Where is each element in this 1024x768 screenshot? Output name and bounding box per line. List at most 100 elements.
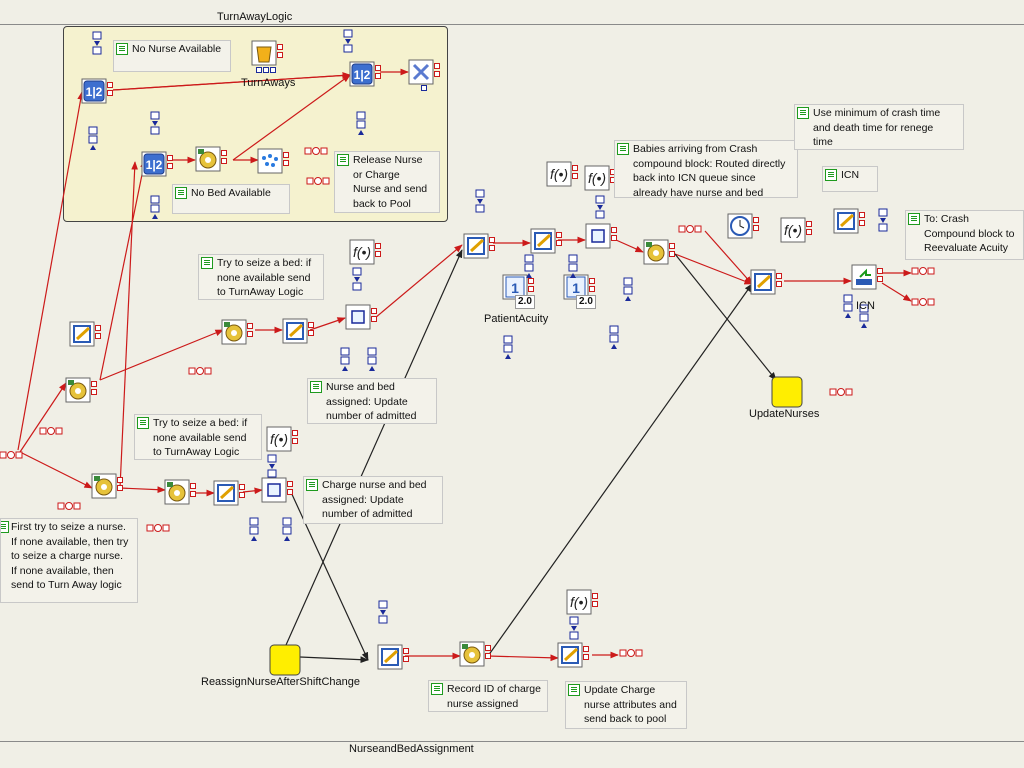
output-stub[interactable]	[619, 649, 643, 657]
stub-circle[interactable]	[919, 267, 927, 275]
connection-line[interactable]	[119, 161, 139, 489]
port-square[interactable]	[150, 111, 160, 120]
connection-line[interactable]	[299, 656, 369, 664]
port-triangle[interactable]	[861, 323, 867, 328]
port-stack[interactable]	[524, 254, 534, 278]
port-triangle[interactable]	[345, 39, 351, 44]
stub-square[interactable]	[188, 367, 196, 375]
port-square[interactable]	[340, 356, 350, 365]
output-port[interactable]	[107, 82, 113, 88]
stub-square[interactable]	[320, 147, 328, 155]
port-square[interactable]	[595, 210, 605, 219]
note-no-nurse-available[interactable]: No Nurse Available	[113, 40, 231, 72]
seize-block[interactable]	[643, 239, 669, 265]
port-square[interactable]	[623, 286, 633, 295]
connection-line[interactable]	[881, 282, 912, 302]
output-port[interactable]	[489, 237, 495, 243]
set-attribute-block[interactable]	[833, 208, 859, 234]
output-stub[interactable]	[911, 267, 935, 275]
output-port[interactable]	[485, 653, 491, 659]
port-square[interactable]	[282, 526, 292, 535]
port-triangle[interactable]	[152, 214, 158, 219]
connection-line[interactable]	[674, 253, 753, 285]
stub-circle[interactable]	[837, 388, 845, 396]
output-port[interactable]	[859, 220, 865, 226]
output-port[interactable]	[592, 601, 598, 607]
port-square[interactable]	[524, 254, 534, 263]
stub-square[interactable]	[73, 502, 81, 510]
port-stack[interactable]	[878, 208, 888, 232]
stub-square[interactable]	[635, 649, 643, 657]
port-square[interactable]	[503, 344, 513, 353]
port-triangle[interactable]	[526, 273, 532, 278]
math-block[interactable]: f(•)	[349, 239, 375, 265]
port-triangle[interactable]	[358, 130, 364, 135]
select-item-in-block[interactable]: 1|2	[141, 151, 167, 177]
port-square[interactable]	[569, 616, 579, 625]
port-triangle[interactable]	[284, 536, 290, 541]
output-port[interactable]	[375, 73, 381, 79]
port-square[interactable]	[352, 282, 362, 291]
stub-square[interactable]	[204, 367, 212, 375]
output-port[interactable]	[669, 251, 675, 257]
port-square[interactable]	[475, 189, 485, 198]
output-port[interactable]	[572, 173, 578, 179]
output-port[interactable]	[434, 63, 440, 69]
stub-circle[interactable]	[312, 147, 320, 155]
port-triangle[interactable]	[570, 273, 576, 278]
port-stack[interactable]	[475, 189, 485, 213]
note-no-bed-available[interactable]: No Bed Available	[172, 184, 290, 214]
port-triangle[interactable]	[625, 296, 631, 301]
connection-line[interactable]	[112, 72, 351, 91]
stub-square[interactable]	[146, 524, 154, 532]
port-triangle[interactable]	[354, 277, 360, 282]
port-square[interactable]	[878, 208, 888, 217]
set-attribute-block[interactable]	[213, 480, 239, 506]
port-stack[interactable]	[367, 347, 377, 371]
select-item-in-block[interactable]: 1|2	[349, 61, 375, 87]
stub-square[interactable]	[306, 177, 314, 185]
port-square[interactable]	[150, 195, 160, 204]
combine-block[interactable]	[261, 477, 287, 503]
port-triangle[interactable]	[505, 354, 511, 359]
clock-block[interactable]	[727, 213, 753, 239]
stub-circle[interactable]	[686, 225, 694, 233]
port-stack[interactable]	[249, 517, 259, 541]
output-port[interactable]	[489, 245, 495, 251]
seize-block[interactable]	[221, 319, 247, 345]
connection-line[interactable]	[374, 244, 463, 319]
output-port[interactable]	[239, 492, 245, 498]
port-triangle[interactable]	[880, 218, 886, 223]
output-port[interactable]	[776, 281, 782, 287]
note-min-crash-time[interactable]: Use minimum of crash time and death time…	[794, 104, 964, 150]
math-block[interactable]: f(•)	[566, 589, 592, 615]
connection-line[interactable]	[19, 382, 67, 453]
port-square[interactable]	[356, 120, 366, 129]
output-port[interactable]	[583, 654, 589, 660]
output-port[interactable]	[556, 240, 562, 246]
math-block[interactable]: f(•)	[780, 217, 806, 243]
port-square[interactable]	[282, 517, 292, 526]
port-square[interactable]	[569, 631, 579, 640]
output-port[interactable]	[589, 278, 595, 284]
port-square[interactable]	[843, 294, 853, 303]
turnaways-history-block[interactable]	[251, 40, 277, 66]
output-port[interactable]	[292, 438, 298, 444]
output-port[interactable]	[669, 243, 675, 249]
port-square[interactable]	[378, 615, 388, 624]
note-try-seize-bed-1[interactable]: Try to seize a bed: if none available se…	[198, 254, 324, 300]
output-port[interactable]	[434, 71, 440, 77]
stub-circle[interactable]	[47, 427, 55, 435]
output-port[interactable]	[753, 225, 759, 231]
connection-line[interactable]	[487, 283, 753, 657]
connection-line[interactable]	[487, 654, 559, 662]
output-port[interactable]	[277, 52, 283, 58]
output-port[interactable]	[167, 163, 173, 169]
stub-circle[interactable]	[7, 451, 15, 459]
output-port[interactable]	[583, 646, 589, 652]
icn-queue-block[interactable]	[851, 264, 877, 290]
output-port[interactable]	[95, 325, 101, 331]
port-triangle[interactable]	[571, 626, 577, 631]
port-stack[interactable]	[609, 325, 619, 349]
port-square[interactable]	[343, 44, 353, 53]
